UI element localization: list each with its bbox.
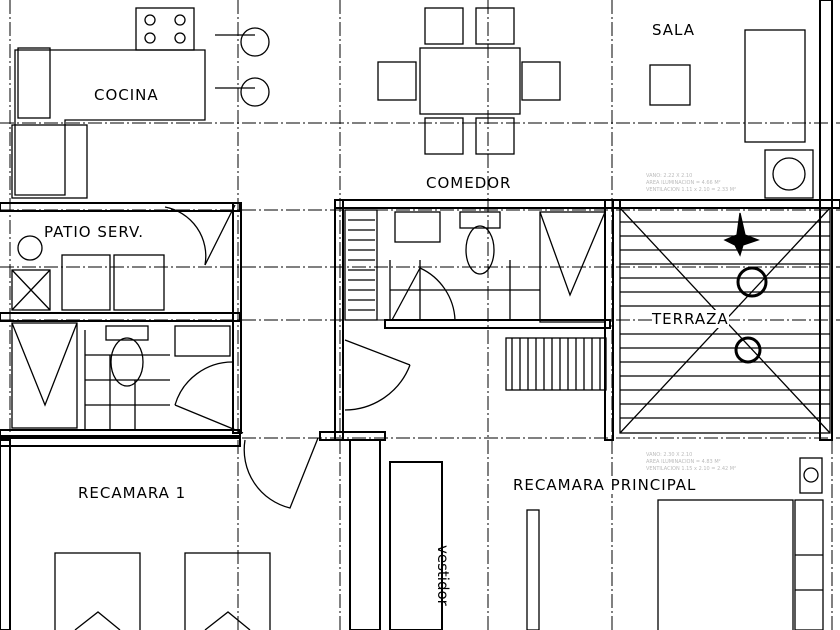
note-line: VENTILACION 1.11 x 2.10 = 2.33 M² (646, 187, 737, 193)
plant-icon (723, 212, 760, 257)
note-line: AREA ILUMINACION = 4.83 M² (646, 459, 721, 465)
window-note-upper: VANO: 2.22 X 2.10 AREA ILUMINACION = 4.6… (646, 173, 736, 194)
sala-furniture (649, 29, 814, 199)
dining-table (377, 7, 561, 155)
room-label-comedor: COMEDOR (426, 174, 512, 192)
room-label-recamara-principal: RECAMARA PRINCIPAL (513, 476, 697, 494)
plant-icon (736, 266, 768, 298)
room-label-sala: SALA (652, 21, 696, 39)
bathroom-1 (11, 322, 244, 434)
room-label-patio: PATIO SERV. (44, 223, 145, 241)
room-label-vestidor: vestidor (434, 545, 452, 606)
note-line: VANO: 2.22 X 2.10 (646, 173, 693, 179)
master-bedroom (526, 457, 824, 630)
note-line: VENTILACION 1.15 x 2.10 = 2.42 M² (646, 466, 737, 472)
patio-fixtures (11, 204, 236, 311)
room-label-cocina: COCINA (94, 86, 159, 104)
kitchen-fixtures (11, 7, 270, 199)
bedroom-1 (54, 437, 319, 630)
window-note-lower: VANO: 2.30 X 2.10 AREA ILUMINACION = 4.8… (646, 452, 736, 473)
note-line: AREA ILUMINACION = 4.66 M² (646, 180, 721, 186)
plant-icon (734, 336, 762, 364)
room-label-recamara-1: RECAMARA 1 (78, 484, 187, 502)
note-line: VANO: 2.30 X 2.10 (646, 452, 693, 458)
room-label-terraza: TERRAZA (652, 310, 729, 328)
bathroom-2 (344, 209, 607, 411)
